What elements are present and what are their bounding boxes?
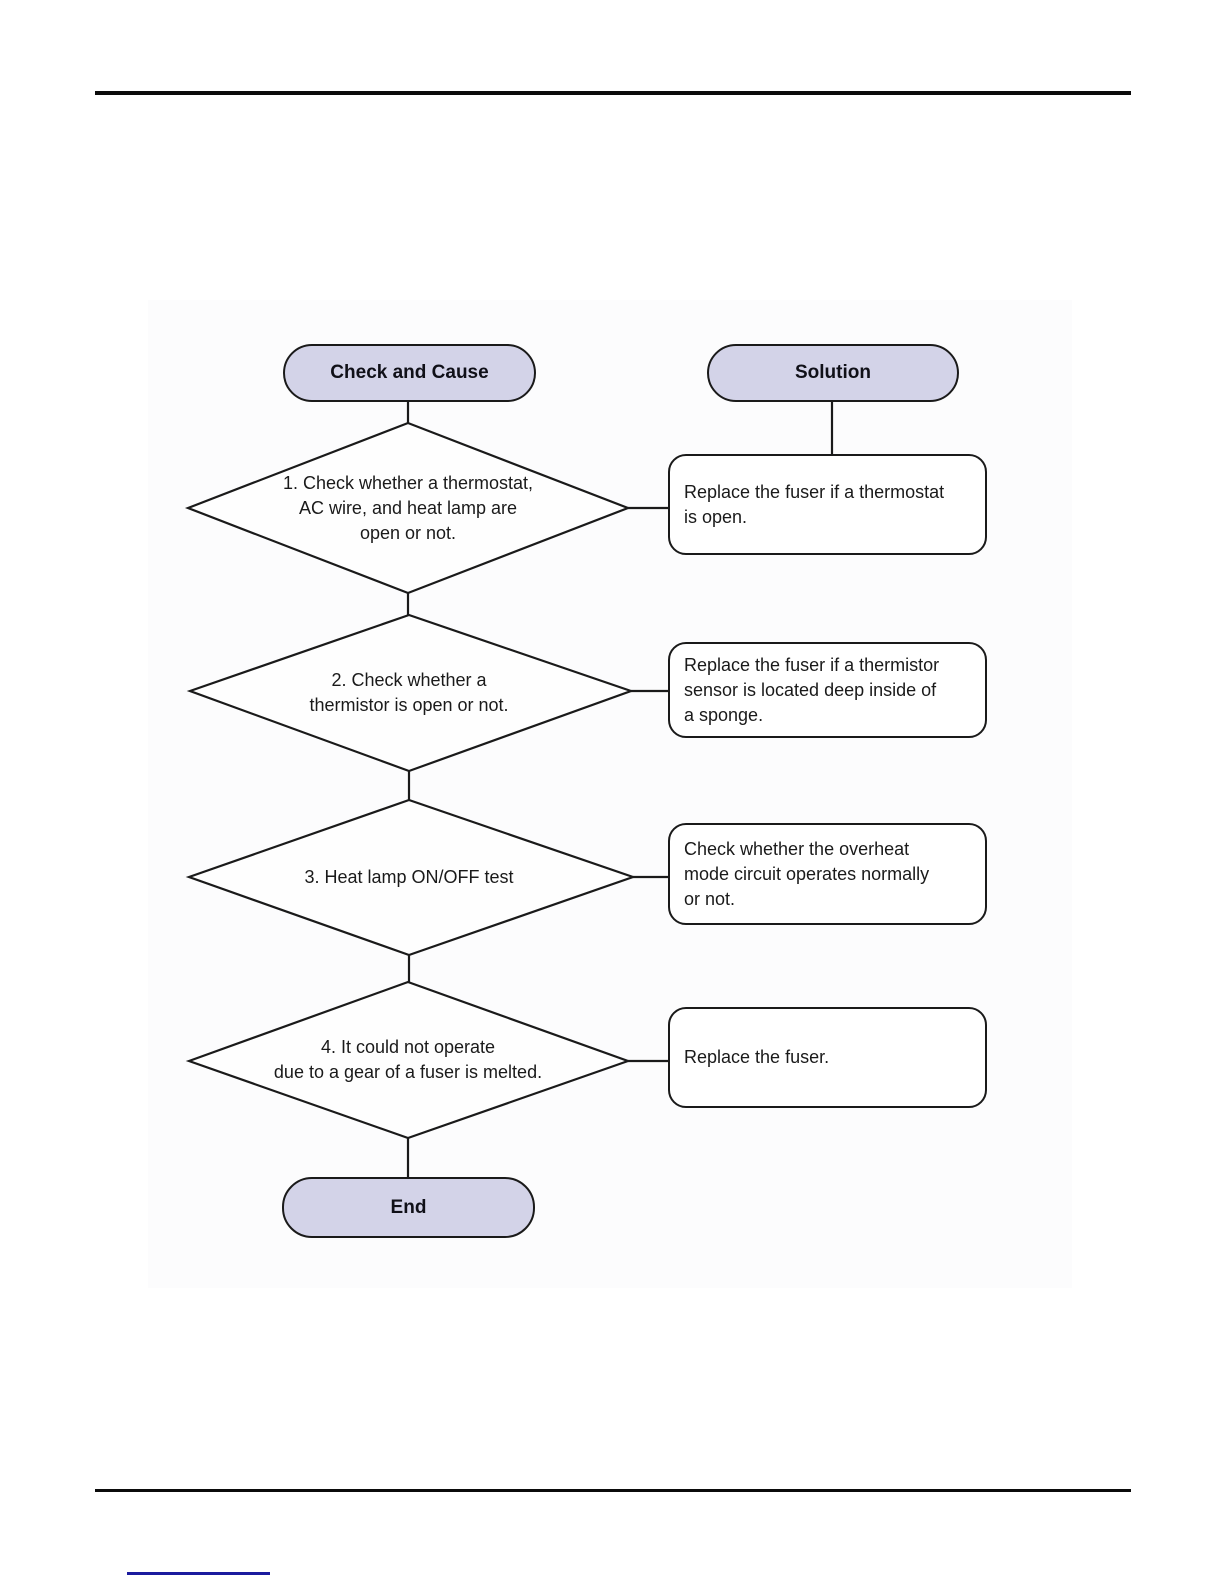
- decision-1-label: 1. Check whether a thermostat, AC wire, …: [282, 472, 534, 543]
- solution-box-2: Replace the fuser if a thermistor sensor…: [668, 642, 987, 738]
- terminal-solution: Solution: [707, 344, 959, 402]
- decision-4-label: 4. It could not operate due to a gear of…: [273, 1037, 543, 1082]
- page-bottom-rule: [95, 1489, 1131, 1492]
- solution-box-3: Check whether the overheat mode circuit …: [668, 823, 987, 925]
- page-top-rule: [95, 91, 1131, 95]
- terminal-solution-label: Solution: [795, 362, 871, 383]
- solution-box-1: Replace the fuser if a thermostat is ope…: [668, 454, 987, 555]
- decision-2-label: 2. Check whether a thermistor is open or…: [309, 670, 509, 715]
- terminal-check-and-cause: Check and Cause: [283, 344, 536, 402]
- solution-box-4: Replace the fuser.: [668, 1007, 987, 1108]
- decision-3-label: 3. Heat lamp ON/OFF test: [304, 867, 514, 887]
- terminal-end-label: End: [390, 1196, 427, 1218]
- terminal-end: End: [282, 1177, 535, 1238]
- terminal-check-and-cause-label: Check and Cause: [330, 362, 489, 383]
- footer-link-underline[interactable]: [127, 1572, 270, 1575]
